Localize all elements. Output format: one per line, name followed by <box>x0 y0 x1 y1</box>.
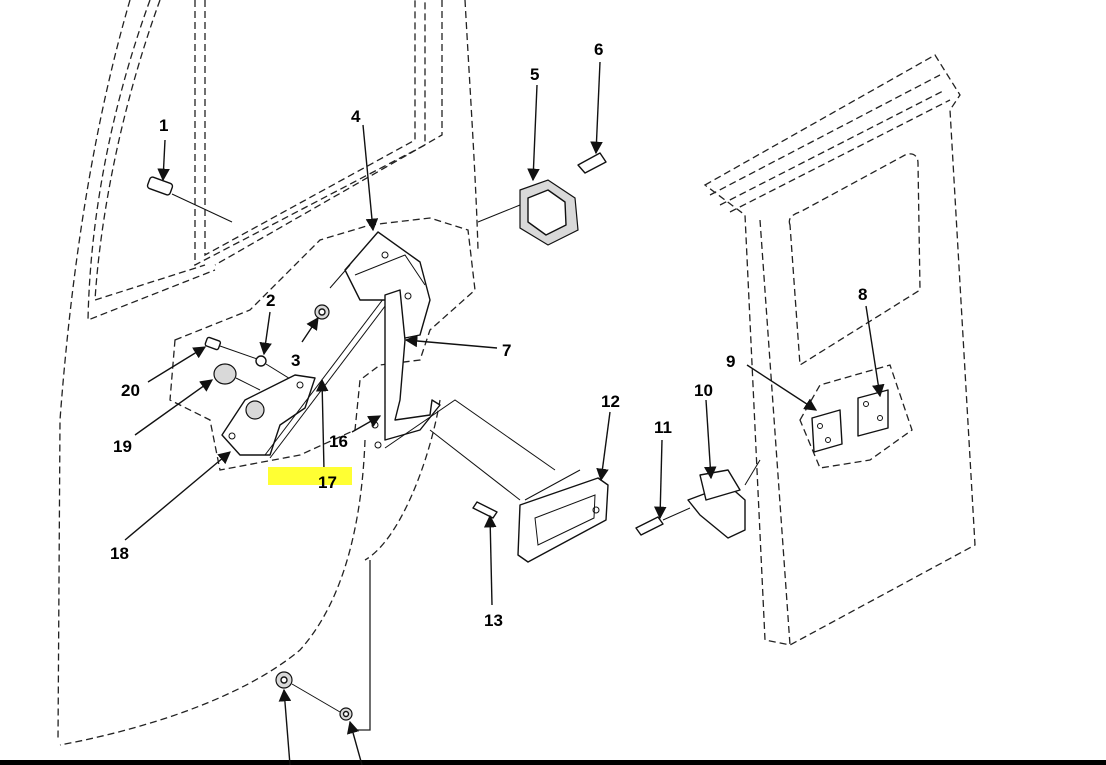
part-8-striker <box>857 389 889 437</box>
callout-6: 6 <box>594 40 603 59</box>
part-1-stud <box>146 176 233 223</box>
door-phantom-outline <box>57 0 479 746</box>
body-pillar-phantom <box>703 54 976 646</box>
callout-20: 20 <box>121 381 140 400</box>
callout-17-highlight <box>268 467 352 485</box>
part-9-plate <box>811 409 843 453</box>
part-13-screw <box>472 501 498 519</box>
part-20-bolt <box>204 336 261 361</box>
callout-17: 17 <box>318 473 337 492</box>
callout-3: 3 <box>291 351 300 370</box>
callout-13: 13 <box>484 611 503 630</box>
part-6-screw <box>577 152 607 174</box>
part-10-bracket <box>687 459 761 539</box>
lower-nut-left <box>275 671 341 713</box>
callout-11: 11 <box>654 418 672 437</box>
callout-7: 7 <box>502 341 511 360</box>
callout-19: 19 <box>113 437 132 456</box>
callout-18: 18 <box>110 544 129 563</box>
callout-8: 8 <box>858 285 867 304</box>
part-19-spacer <box>213 363 261 391</box>
part-17-rod <box>264 289 396 459</box>
callout-1: 1 <box>159 116 168 135</box>
part-18-remote-bracket <box>221 374 316 456</box>
part-3-nut <box>314 304 330 320</box>
callout-9: 9 <box>726 352 735 371</box>
part-11-screw <box>635 507 691 536</box>
part-4-latch-assembly <box>329 231 431 341</box>
callout-12: 12 <box>601 392 620 411</box>
leader-lines <box>124 61 885 765</box>
lower-nut-right <box>339 707 353 721</box>
callout-5: 5 <box>530 65 539 84</box>
bottom-border <box>0 760 1106 765</box>
callout-10: 10 <box>694 381 713 400</box>
callout-16: 16 <box>329 432 348 451</box>
callout-2: 2 <box>266 291 275 310</box>
part-5-lock-housing <box>477 179 579 246</box>
callout-labels: 1 2 3 4 5 6 7 8 9 10 11 12 13 16 17 18 1… <box>110 40 867 630</box>
callout-4: 4 <box>351 107 361 126</box>
